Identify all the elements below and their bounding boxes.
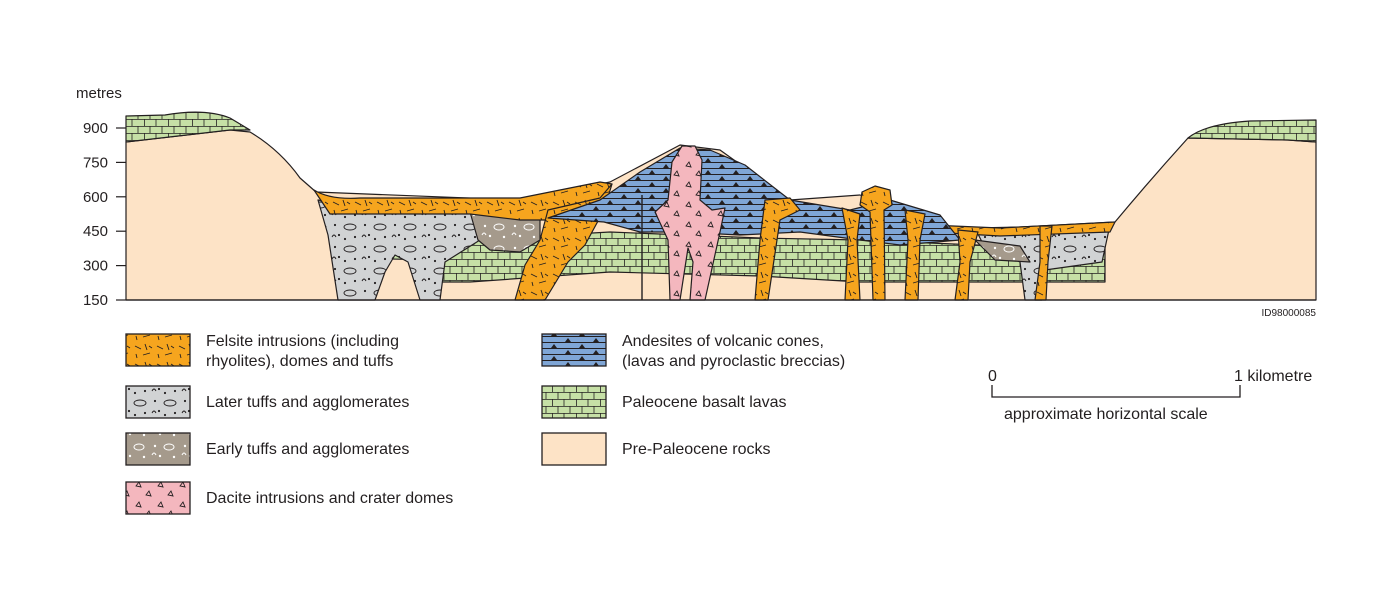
legend-item-later-tuffs: Later tuffs and agglomerates — [125, 385, 409, 419]
legend-swatch — [541, 385, 607, 419]
legend-swatch — [125, 333, 191, 367]
scale-caption: approximate horizontal scale — [1004, 406, 1208, 423]
legend-label: Felsite intrusions (including — [206, 333, 399, 350]
scale-start-label: 0 — [988, 368, 997, 385]
legend-item-andesite: Andesites of volcanic cones, (lavas and p… — [541, 333, 845, 370]
legend-swatch — [125, 481, 191, 515]
legend-label: Dacite intrusions and crater domes — [206, 490, 453, 507]
vertical-axis: metres 900 750 600 450 300 150 — [76, 85, 126, 309]
legend-label: Pre-Paleocene rocks — [622, 441, 771, 458]
legend-swatch — [541, 432, 607, 466]
axis-tick-label: 300 — [83, 258, 108, 275]
legend-item-early-tuffs: Early tuffs and agglomerates — [125, 432, 409, 466]
basalt-left-cap-region — [125, 111, 251, 143]
axis-tick-label: 600 — [83, 189, 108, 206]
legend-item-basalt: Paleocene basalt lavas — [541, 385, 787, 419]
axis-tick-label: 900 — [83, 120, 108, 137]
felsite-right-dome-region — [859, 185, 893, 301]
axis-tick-label: 750 — [83, 154, 108, 171]
basalt-right-cap-region — [1187, 119, 1317, 143]
legend-label: Paleocene basalt lavas — [622, 394, 787, 411]
legend-label: Andesites of volcanic cones, — [622, 333, 824, 350]
legend-item-pre-paleocene: Pre-Paleocene rocks — [541, 432, 771, 466]
legend-label: (lavas and pyroclastic breccias) — [622, 353, 845, 370]
legend-swatch — [541, 333, 607, 367]
figure-id: ID98000085 — [1262, 308, 1317, 319]
felsite-dyke-region — [754, 197, 801, 301]
cross-section — [125, 111, 1317, 301]
legend-swatch — [125, 432, 191, 466]
axis-tick-label: 450 — [83, 223, 108, 240]
legend: Felsite intrusions (including rhyolites),… — [125, 333, 845, 515]
legend-item-dacite: Dacite intrusions and crater domes — [125, 481, 453, 515]
scale-end-label: 1 kilometre — [1234, 368, 1312, 385]
felsite-top-layer-region — [313, 181, 613, 221]
axis-ticks: 900 750 600 450 300 150 — [83, 120, 126, 309]
scale-bar-line — [991, 385, 1241, 398]
legend-label: Early tuffs and agglomerates — [206, 441, 409, 458]
legend-swatch — [125, 385, 191, 419]
scale-bar: 0 1 kilometre approximate horizontal sca… — [988, 368, 1312, 423]
legend-item-felsite: Felsite intrusions (including rhyolites),… — [125, 333, 399, 370]
axis-title: metres — [76, 85, 122, 102]
early-tuffs-right-region — [974, 239, 1031, 263]
legend-label: Later tuffs and agglomerates — [206, 394, 409, 411]
axis-tick-label: 150 — [83, 292, 108, 309]
legend-label: rhyolites), domes and tuffs — [206, 353, 393, 370]
